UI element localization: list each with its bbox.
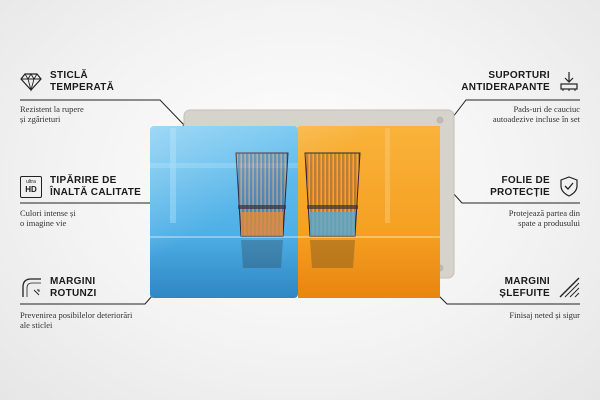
ultra-hd-icon: ultra HD [20, 176, 42, 198]
desc-line: Prevenirea posibilelor deteriorări [20, 310, 133, 320]
desc-line: Protejează partea din [508, 208, 580, 218]
desc-line: o imagine vie [20, 218, 67, 228]
diamond-icon [20, 70, 42, 92]
glass-print-illustration [150, 109, 455, 298]
rounded-corner-icon [20, 276, 42, 298]
desc-line: și zgârieturi [20, 114, 61, 124]
title-line: Tipărire de [50, 175, 117, 186]
feature-title: Margini șlefuite [499, 276, 550, 300]
ultra-hd-icon-text: HD [25, 185, 37, 194]
feature-description: Protejează partea din spate a produsului [509, 208, 580, 228]
ultra-hd-icon-text: ultra [26, 179, 36, 185]
feature-title: Folie de protecție [490, 175, 550, 199]
glass-panel [150, 126, 440, 298]
title-line: Folie de [501, 175, 550, 186]
desc-line: Culori intense și [20, 208, 76, 218]
feature-title: Sticlă temperată [50, 70, 114, 94]
title-line: protecție [490, 187, 550, 198]
feature-description: Prevenirea posibilelor deteriorări ale s… [20, 310, 132, 330]
desc-line: autoadezive incluse în set [492, 114, 580, 124]
title-line: temperată [50, 82, 115, 93]
feature-description: Finisaj neted și sigur [509, 310, 580, 320]
desc-line: ale sticlei [20, 320, 53, 330]
feature-description: Culori intense și o imagine vie [20, 208, 76, 228]
mount-screw-icon [436, 116, 444, 124]
product-image [150, 108, 460, 298]
title-line: antiderapante [461, 82, 550, 93]
desc-line: Finisaj neted și sigur [509, 310, 580, 320]
feature-title: Tipărire de înaltă calitate [50, 175, 141, 199]
desc-line: Pads-uri de cauciuc [513, 104, 580, 114]
title-line: Margini [504, 276, 550, 287]
feature-title: Margini rotunzi [50, 276, 97, 300]
polished-edge-icon [558, 276, 580, 298]
desc-line: spate a produsului [518, 218, 580, 228]
feature-description: Rezistent la rupere și zgârieturi [20, 104, 84, 124]
shield-check-icon [558, 175, 580, 197]
feature-title: Suporturi antiderapante [461, 70, 550, 94]
title-line: Margini [50, 276, 96, 287]
feature-description: Pads-uri de cauciuc autoadezive incluse … [493, 104, 580, 124]
title-line: rotunzi [50, 288, 97, 299]
title-line: Sticlă [50, 70, 88, 81]
connector-line-tempered [20, 99, 187, 128]
anti-slip-icon [558, 70, 580, 92]
title-line: Suporturi [488, 70, 550, 81]
title-line: șlefuite [499, 288, 550, 299]
desc-line: Rezistent la rupere [20, 104, 84, 114]
title-line: înaltă calitate [50, 187, 142, 198]
